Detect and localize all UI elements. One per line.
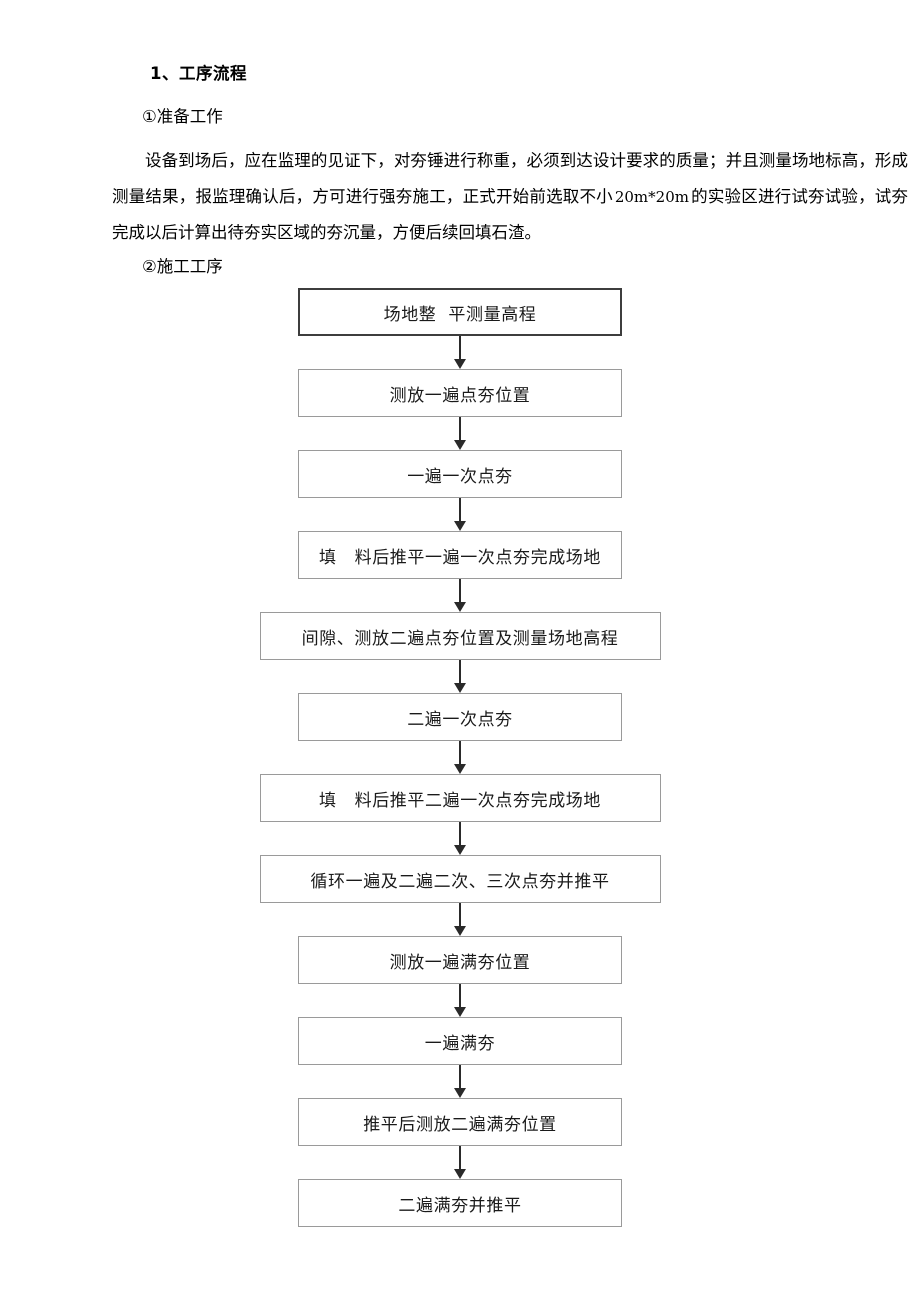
flow-node-n10: 一遍满夯	[298, 1017, 622, 1065]
down-arrow-icon	[454, 926, 466, 936]
arrow-line	[459, 903, 461, 928]
down-arrow-icon	[454, 764, 466, 774]
flow-row: 间隙、测放二遍点夯位置及测量场地高程	[0, 612, 920, 660]
flow-connector-arrow-5	[0, 660, 920, 693]
flow-node-n7: 填 料后推平二遍一次点夯完成场地	[259, 774, 661, 822]
flow-row: 填 料后推平二遍一次点夯完成场地	[0, 774, 920, 822]
arrow-line	[459, 417, 461, 442]
flow-node-n1: 场地整 平测量高程	[298, 288, 622, 336]
flow-node-n2: 测放一遍点夯位置	[298, 369, 622, 417]
flow-node-n4: 填 料后推平一遍一次点夯完成场地	[298, 531, 622, 579]
flow-row: 一遍一次点夯	[0, 450, 920, 498]
flow-connector-arrow-10	[0, 1065, 920, 1098]
flow-row: 一遍满夯	[0, 1017, 920, 1065]
flow-node-n9: 测放一遍满夯位置	[298, 936, 622, 984]
flow-row: 推平后测放二遍满夯位置	[0, 1098, 920, 1146]
flow-row: 二遍一次点夯	[0, 693, 920, 741]
flow-connector-arrow-1	[0, 336, 920, 369]
flow-node-n11: 推平后测放二遍满夯位置	[298, 1098, 622, 1146]
page-title: 1、工序流程	[150, 64, 247, 83]
process-flowchart: 场地整 平测量高程测放一遍点夯位置一遍一次点夯填 料后推平一遍一次点夯完成场地间…	[0, 288, 920, 1227]
flow-connector-arrow-11	[0, 1146, 920, 1179]
flow-connector-arrow-4	[0, 579, 920, 612]
flow-row: 填 料后推平一遍一次点夯完成场地	[0, 531, 920, 579]
arrow-line	[459, 579, 461, 604]
arrow-line	[459, 336, 461, 361]
arrow-line	[459, 1065, 461, 1090]
flow-row: 测放一遍点夯位置	[0, 369, 920, 417]
arrow-line	[459, 822, 461, 847]
flow-node-n3: 一遍一次点夯	[298, 450, 622, 498]
down-arrow-icon	[454, 1007, 466, 1017]
flow-node-n8: 循环一遍及二遍二次、三次点夯并推平	[259, 855, 661, 903]
arrow-line	[459, 1146, 461, 1171]
flow-node-n6: 二遍一次点夯	[298, 693, 622, 741]
flow-connector-arrow-8	[0, 903, 920, 936]
flow-row: 二遍满夯并推平	[0, 1179, 920, 1227]
down-arrow-icon	[454, 521, 466, 531]
down-arrow-icon	[454, 683, 466, 693]
paragraph-text-after-dimension: 的实验区进行试夯试验，试夯完成以后计算出待夯实区域的夯沉量，方便后续回填石渣。	[112, 187, 909, 243]
paragraph-text-before-dimension: 设备到场后，应在监理的见证下，对夯锤进行称重，必须到达设计要求的质量；并且测量场…	[112, 151, 908, 207]
flow-connector-arrow-7	[0, 822, 920, 855]
down-arrow-icon	[454, 359, 466, 369]
flow-connector-arrow-3	[0, 498, 920, 531]
body-paragraph: 设备到场后，应在监理的见证下，对夯锤进行称重，必须到达设计要求的质量；并且测量场…	[112, 143, 908, 251]
flow-node-n5: 间隙、测放二遍点夯位置及测量场地高程	[259, 612, 661, 660]
flow-row: 场地整 平测量高程	[0, 288, 920, 336]
flow-connector-arrow-9	[0, 984, 920, 1017]
down-arrow-icon	[454, 1169, 466, 1179]
down-arrow-icon	[454, 845, 466, 855]
arrow-line	[459, 984, 461, 1009]
flow-connector-arrow-6	[0, 741, 920, 774]
section-label-preparation: ①准备工作	[142, 107, 223, 127]
down-arrow-icon	[454, 602, 466, 612]
paragraph-dimension-value: 20m*20m	[614, 188, 689, 207]
document-body: 1、工序流程 ①准备工作 设备到场后，应在监理的见证下，对夯锤进行称重，必须到达…	[112, 62, 908, 278]
arrow-line	[459, 660, 461, 685]
flow-row: 循环一遍及二遍二次、三次点夯并推平	[0, 855, 920, 903]
flow-connector-arrow-2	[0, 417, 920, 450]
down-arrow-icon	[454, 440, 466, 450]
section-label-construction-sequence: ②施工工序	[142, 257, 223, 277]
flow-row: 测放一遍满夯位置	[0, 936, 920, 984]
arrow-line	[459, 498, 461, 523]
down-arrow-icon	[454, 1088, 466, 1098]
arrow-line	[459, 741, 461, 766]
flow-node-n12: 二遍满夯并推平	[298, 1179, 622, 1227]
